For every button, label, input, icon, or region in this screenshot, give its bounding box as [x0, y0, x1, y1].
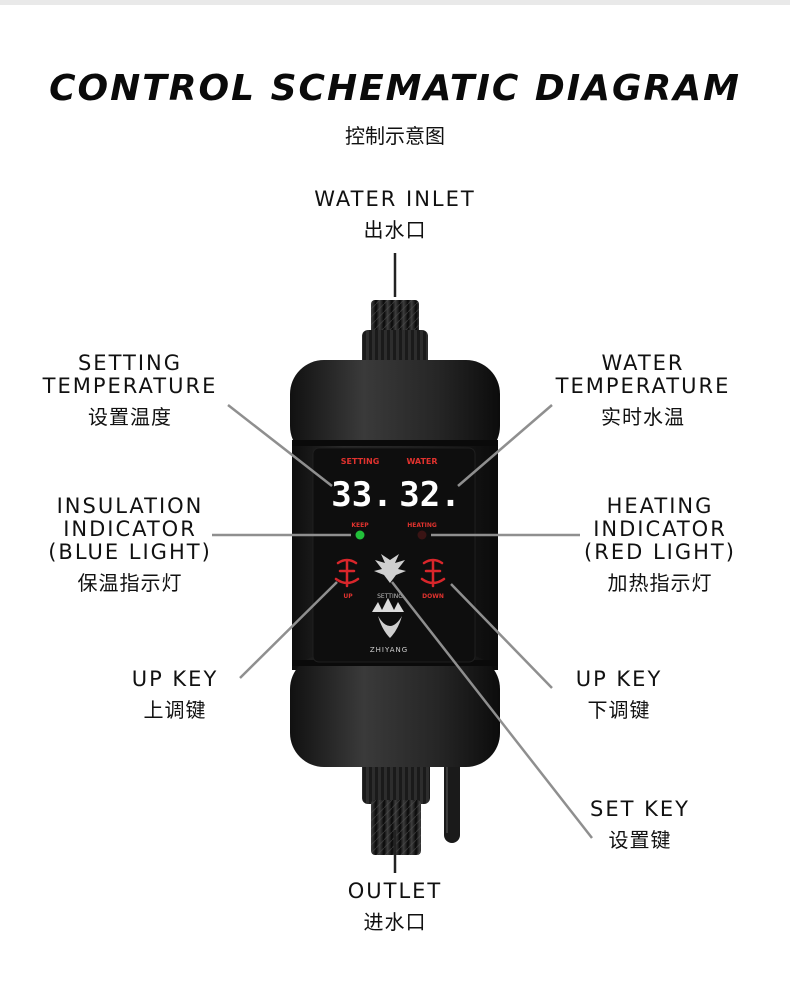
- label-outlet-en: OUTLET: [347, 879, 443, 903]
- svg-text:UP: UP: [343, 593, 353, 600]
- label-insulation-indicator: INSULATION INDICATOR (BLUE LIGHT) 保温指示灯: [30, 495, 230, 595]
- label-up-key: UP KEY 上调键: [90, 668, 260, 722]
- label-down-key-en: UP KEY: [575, 667, 663, 691]
- leader-water-temperature: [457, 404, 553, 487]
- label-water-temperature-en: WATER TEMPERATURE: [555, 351, 731, 398]
- setting-small-label: SETTING: [341, 457, 380, 466]
- label-up-key-en: UP KEY: [131, 667, 219, 691]
- label-insulation-indicator-en: INSULATION INDICATOR (BLUE LIGHT): [48, 494, 212, 564]
- water-temperature-display: 32.: [399, 475, 460, 515]
- label-water-temperature-cn: 实时水温: [601, 405, 685, 429]
- label-water-inlet-en: WATER INLET: [314, 187, 476, 211]
- leader-up-key: [239, 581, 338, 679]
- page-subtitle: 控制示意图: [345, 124, 445, 148]
- svg-text:SETTING: SETTING: [377, 593, 403, 600]
- up-key[interactable]: UP: [334, 558, 360, 600]
- label-water-temperature: WATER TEMPERATURE 实时水温: [543, 352, 743, 429]
- label-outlet: OUTLET 进水口: [295, 880, 495, 934]
- down-key[interactable]: DOWN: [420, 558, 446, 600]
- outlet-fitting: [362, 758, 430, 804]
- label-set-key: SET KEY 设置键: [555, 798, 725, 852]
- label-down-key: UP KEY 下调键: [534, 668, 704, 722]
- insulation-led: [355, 530, 365, 540]
- water-small-label: WATER: [406, 457, 437, 466]
- label-setting-temperature: SETTING TEMPERATURE 设置温度: [30, 352, 230, 429]
- label-down-key-cn: 下调键: [587, 698, 651, 722]
- top-strip: [0, 0, 790, 5]
- leader-set-key: [391, 581, 593, 839]
- brand-logo: ZHIYANG: [370, 598, 408, 654]
- leader-setting-temperature: [227, 404, 333, 487]
- heating-led: [417, 530, 427, 540]
- device-bottom-cap: [290, 655, 500, 767]
- label-setting-temperature-cn: 设置温度: [88, 405, 172, 429]
- control-panel: [312, 447, 476, 663]
- label-up-key-cn: 上调键: [143, 698, 207, 722]
- label-heating-indicator: HEATING INDICATOR (RED LIGHT) 加热指示灯: [560, 495, 760, 595]
- device-top-cap: [290, 360, 500, 460]
- label-heating-indicator-cn: 加热指示灯: [607, 571, 713, 595]
- leader-lines: [212, 253, 593, 873]
- heating-small-label: HEATING: [407, 522, 437, 529]
- outlet-hose: [371, 800, 421, 855]
- label-set-key-en: SET KEY: [590, 797, 690, 821]
- label-insulation-indicator-cn: 保温指示灯: [77, 571, 183, 595]
- label-setting-temperature-en: SETTING TEMPERATURE: [42, 351, 218, 398]
- label-outlet-cn: 进水口: [363, 910, 427, 934]
- label-water-inlet: WATER INLET 出水口: [295, 188, 495, 242]
- label-set-key-cn: 设置键: [608, 828, 672, 852]
- leader-down-key: [450, 583, 553, 689]
- label-water-inlet-cn: 出水口: [363, 218, 427, 242]
- setting-temperature-display: 33.: [331, 475, 392, 515]
- setting-key[interactable]: SETTING: [374, 554, 406, 600]
- page-title: CONTROL SCHEMATIC DIAGRAM: [49, 68, 741, 109]
- label-heating-indicator-en: HEATING INDICATOR (RED LIGHT): [584, 494, 736, 564]
- svg-text:ZHIYANG: ZHIYANG: [370, 646, 408, 654]
- keep-small-label: KEEP: [351, 522, 369, 529]
- svg-text:DOWN: DOWN: [422, 593, 444, 600]
